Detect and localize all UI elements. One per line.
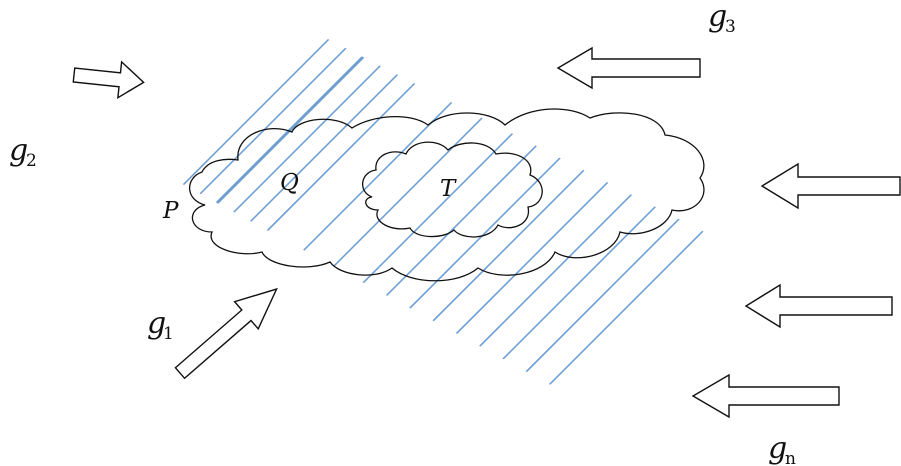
- hatch-line: [570, 190, 780, 400]
- hatch-line: [466, 150, 676, 360]
- arrow-right-upper: [762, 164, 900, 208]
- label-gn-sub: n: [785, 449, 796, 466]
- hatch-line: [310, 80, 520, 290]
- label-g1-sub: 1: [163, 324, 174, 344]
- hatch-line: [388, 120, 598, 330]
- hatch-line: [180, 30, 390, 240]
- arrow-gn: [693, 375, 839, 417]
- label-g3: g 3: [708, 0, 736, 37]
- label-p: P: [162, 198, 179, 224]
- arrow-g1: [168, 275, 288, 386]
- hatch-line: [284, 60, 494, 270]
- label-q: Q: [280, 170, 299, 196]
- arrow-g3: [558, 48, 700, 88]
- label-g3-sub: 3: [725, 17, 736, 37]
- arrow-g2: [72, 57, 145, 100]
- hatch-line: [440, 140, 650, 350]
- hatch-line: [206, 30, 416, 240]
- label-g1: g 1: [147, 306, 174, 344]
- hatch-line: [492, 160, 702, 370]
- hatch-line: [154, 30, 364, 240]
- hatch-line: [362, 110, 572, 320]
- hatch-line: [518, 170, 728, 380]
- hatched-region: [128, 30, 806, 410]
- label-g2: g 2: [9, 133, 37, 171]
- label-gn: g n: [768, 431, 796, 466]
- hatch-line: [128, 30, 338, 240]
- hatch-line: [544, 180, 754, 390]
- label-t: T: [440, 176, 457, 202]
- hatch-line: [232, 30, 442, 240]
- arrow-right-middle: [746, 285, 892, 327]
- label-g2-sub: 2: [26, 151, 37, 171]
